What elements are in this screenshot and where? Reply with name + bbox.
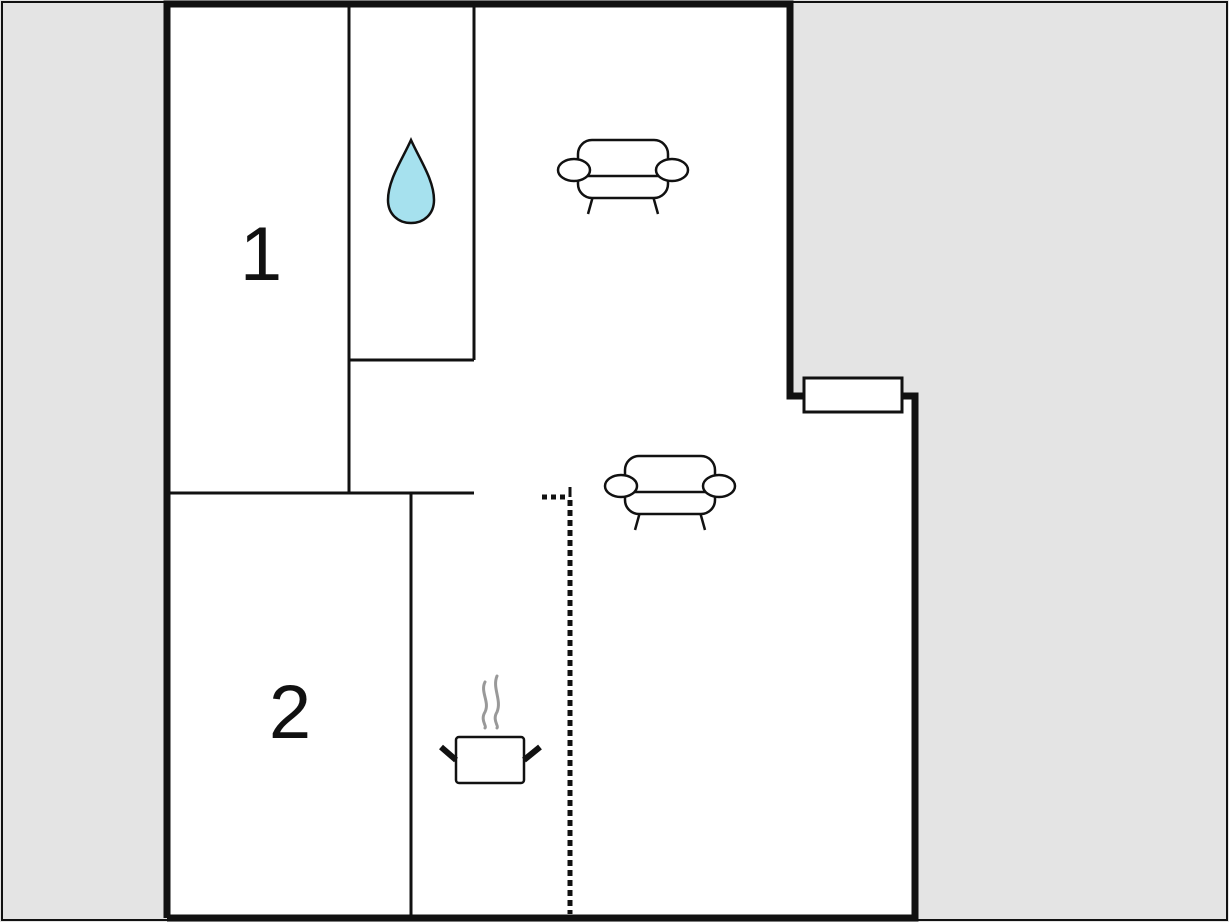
interior-walls bbox=[167, 4, 476, 918]
exterior-wall-east bbox=[167, 392, 919, 922]
cooking-pot-icon bbox=[439, 674, 542, 785]
room-label-1: 1 bbox=[240, 212, 282, 297]
room-label-2: 2 bbox=[269, 670, 311, 755]
sofa-icon bbox=[603, 454, 737, 531]
sofa-icon bbox=[556, 138, 690, 215]
water-drop-icon bbox=[386, 136, 436, 225]
dashed-partition bbox=[542, 487, 573, 914]
window-icon bbox=[802, 376, 904, 414]
apartment-interior bbox=[167, 4, 915, 918]
exterior-wall bbox=[163, 0, 804, 918]
